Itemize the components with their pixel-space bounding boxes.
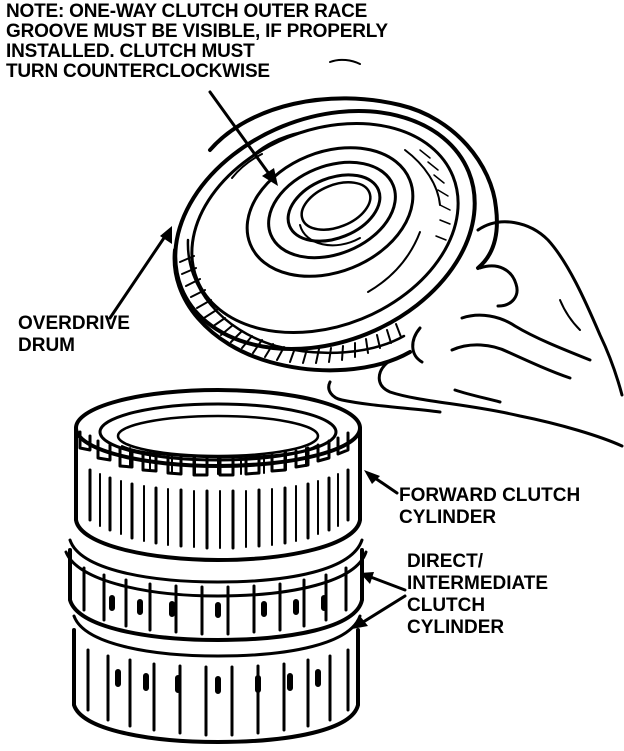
- hand: [327, 220, 624, 448]
- overdrive-drum-label: OVERDRIVE DRUM: [18, 313, 130, 357]
- forward-line-2: CYLINDER: [399, 507, 497, 528]
- overdrive-drum-art: [172, 96, 499, 373]
- note-line-4: TURN COUNTERCLOCKWISE: [6, 61, 270, 82]
- direct-line-3: CLUTCH: [407, 595, 486, 616]
- leader-lines: [108, 90, 407, 626]
- forward-line-1: FORWARD CLUTCH: [399, 485, 581, 506]
- forward-clutch-label: FORWARD CLUTCH CYLINDER: [399, 485, 580, 529]
- clutch-stack-art: [64, 388, 368, 744]
- direct-line-1: DIRECT/: [407, 551, 483, 572]
- direct-line-4: CYLINDER: [407, 617, 505, 638]
- note-line-1: NOTE: ONE-WAY CLUTCH OUTER RACE: [6, 1, 368, 22]
- direct-intermediate-clutch-label: DIRECT/ INTERMEDIATE CLUTCH CYLINDER: [407, 551, 548, 639]
- overdrive-line-1: OVERDRIVE: [18, 313, 130, 334]
- arrowheads: [160, 168, 380, 629]
- overdrive-line-2: DRUM: [18, 335, 75, 356]
- note-line-3: INSTALLED. CLUTCH MUST: [6, 41, 255, 62]
- note-callout: NOTE: ONE-WAY CLUTCH OUTER RACE GROOVE M…: [6, 2, 388, 82]
- note-line-2: GROOVE MUST BE VISIBLE, IF PROPERLY: [6, 21, 388, 42]
- direct-line-2: INTERMEDIATE: [407, 573, 549, 594]
